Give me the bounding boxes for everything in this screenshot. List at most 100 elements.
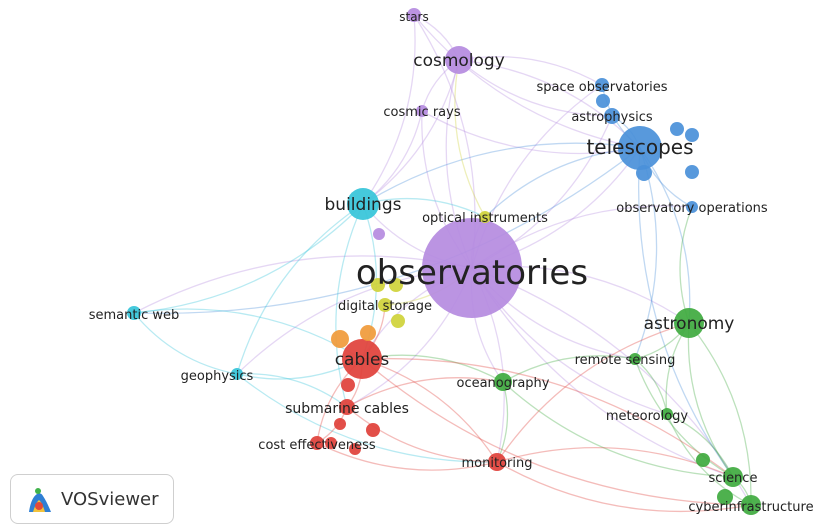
- link-semantic-web-geophysics: [133, 312, 238, 375]
- label-telescopes: telescopes: [586, 135, 693, 159]
- link-stars-telescopes: [413, 14, 641, 149]
- link-telescopes-buildings: [362, 142, 641, 205]
- node-meteorology[interactable]: [661, 408, 673, 420]
- node-green-minor-2[interactable]: [717, 489, 733, 505]
- node-geophysics[interactable]: [231, 368, 243, 380]
- node-buildings[interactable]: [347, 188, 379, 220]
- label-cosmic-rays: cosmic rays: [383, 105, 460, 120]
- node-astronomy[interactable]: [674, 308, 704, 338]
- link-astronomy-science: [687, 322, 734, 478]
- node-stars[interactable]: [407, 8, 421, 22]
- link-monitoring-astronomy: [496, 322, 690, 463]
- node-cosmology[interactable]: [445, 46, 473, 74]
- node-blue-minor-5[interactable]: [636, 165, 652, 181]
- link-buildings-submarine-cables: [335, 203, 364, 408]
- link-telescopes-semantic-web: [133, 147, 641, 315]
- link-cables-science: [361, 357, 734, 478]
- label-meteorology: meteorology: [606, 409, 689, 424]
- vosviewer-badge[interactable]: VOSviewer: [10, 474, 174, 524]
- link-cables-monitoring: [361, 358, 498, 463]
- link-cosmic-rays-telescopes: [421, 110, 641, 155]
- node-optical-instruments[interactable]: [479, 211, 491, 223]
- label-oceanography: oceanography: [456, 376, 549, 391]
- node-observatories[interactable]: [422, 218, 522, 318]
- label-astronomy: astronomy: [644, 314, 735, 334]
- node-monitoring[interactable]: [488, 453, 506, 471]
- label-submarine-cables: submarine cables: [285, 401, 409, 417]
- node-observatory-operations[interactable]: [686, 201, 698, 213]
- node-blue-minor-2[interactable]: [670, 122, 684, 136]
- label-stars: stars: [399, 10, 429, 24]
- node-red-minor-3[interactable]: [334, 418, 346, 430]
- link-cosmology-buildings: [362, 59, 460, 205]
- node-yellow-minor-2[interactable]: [389, 278, 403, 292]
- link-cosmology-astrophysics: [458, 59, 613, 117]
- link-remote-sensing-oceanography: [502, 355, 636, 383]
- link-cosmology-telescopes: [458, 59, 641, 149]
- label-observatory-operations: observatory operations: [616, 201, 768, 216]
- node-astrophysics[interactable]: [604, 108, 620, 124]
- link-cables-cyberinfrastructure: [361, 358, 752, 506]
- node-oceanography[interactable]: [494, 373, 512, 391]
- label-geophysics: geophysics: [181, 369, 254, 384]
- node-red-minor-2[interactable]: [366, 423, 380, 437]
- label-space-observatories: space observatories: [536, 80, 667, 95]
- node-remote-sensing[interactable]: [629, 353, 641, 365]
- node-red-minor-5[interactable]: [325, 437, 337, 449]
- link-geophysics-submarine-cables: [236, 373, 348, 408]
- label-semantic-web: semantic web: [89, 308, 180, 323]
- label-optical-instruments: optical instruments: [422, 211, 548, 226]
- node-space-observatories[interactable]: [595, 78, 609, 92]
- node-cost-effectiveness[interactable]: [310, 436, 324, 450]
- label-science: science: [709, 471, 758, 486]
- link-remote-sensing-science: [634, 358, 734, 478]
- vosviewer-brand-text: VOSviewer: [61, 488, 159, 510]
- link-astronomy-cyberinfrastructure: [688, 322, 752, 506]
- link-cost-effectiveness-monitoring: [316, 442, 498, 471]
- link-cosmology-space-observatories: [458, 55, 603, 86]
- node-blue-minor-4[interactable]: [685, 165, 699, 179]
- link-oceanography-science: [502, 381, 734, 478]
- label-cables: cables: [335, 350, 390, 370]
- nodes-layer: [127, 8, 761, 515]
- node-red-minor-1[interactable]: [341, 378, 355, 392]
- node-orange-2[interactable]: [360, 325, 376, 341]
- label-remote-sensing: remote sensing: [575, 353, 676, 368]
- label-monitoring: monitoring: [462, 456, 533, 471]
- node-blue-minor-1[interactable]: [596, 94, 610, 108]
- node-purple-minor[interactable]: [373, 228, 385, 240]
- node-cyberinfrastructure[interactable]: [741, 495, 761, 515]
- node-science[interactable]: [723, 467, 743, 487]
- link-telescopes-astronomy: [639, 147, 691, 324]
- node-cables[interactable]: [342, 339, 382, 379]
- link-submarine-cables-oceanography: [346, 377, 504, 408]
- label-astrophysics: astrophysics: [571, 110, 653, 125]
- node-submarine-cables[interactable]: [339, 399, 355, 415]
- link-telescopes-science: [637, 147, 734, 478]
- node-blue-minor-3[interactable]: [685, 128, 699, 142]
- link-optical-instruments-cosmology: [454, 59, 486, 218]
- label-buildings: buildings: [325, 195, 402, 215]
- vosviewer-logo-icon: [29, 488, 51, 512]
- node-orange-1[interactable]: [331, 330, 349, 348]
- node-red-minor-4[interactable]: [349, 443, 361, 455]
- label-cosmology: cosmology: [413, 51, 505, 71]
- label-cost-effectiveness: cost effectiveness: [258, 438, 376, 453]
- node-digital-storage[interactable]: [378, 298, 392, 312]
- link-remote-sensing-meteorology: [634, 358, 668, 415]
- link-monitoring-cyberinfrastructure: [496, 461, 752, 512]
- label-cyberinfrastructure: cyberinfrastructure: [688, 500, 813, 515]
- node-yellow-minor-1[interactable]: [371, 278, 385, 292]
- node-yellow-minor-3[interactable]: [391, 314, 405, 328]
- node-cosmic-rays[interactable]: [416, 105, 428, 117]
- node-semantic-web[interactable]: [127, 306, 141, 320]
- node-green-minor-1[interactable]: [696, 453, 710, 467]
- labels-layer: observatories cosmology stars cosmic rays te…: [89, 10, 814, 515]
- link-meteorology-cyberinfrastructure: [666, 413, 752, 506]
- label-observatories: observatories: [356, 253, 588, 293]
- link-stars-buildings: [362, 14, 416, 205]
- link-geophysics-monitoring: [236, 373, 498, 463]
- node-telescopes[interactable]: [618, 126, 662, 170]
